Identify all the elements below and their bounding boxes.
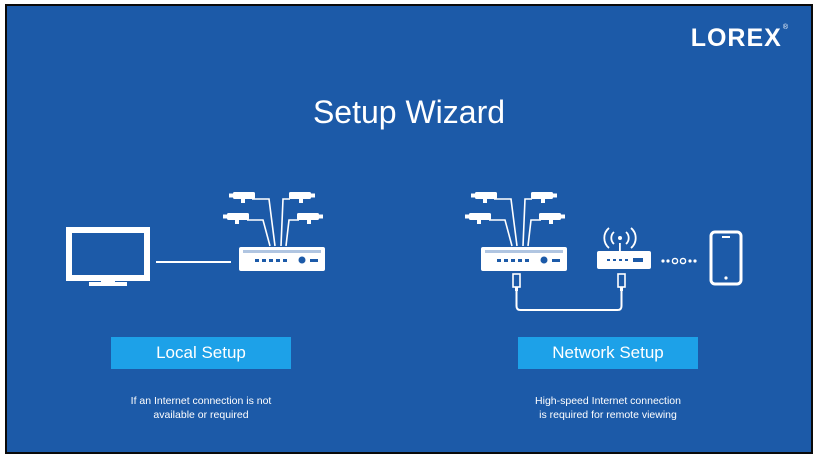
logo-trademark: ® [782,24,789,31]
lorex-logo: LOREX® [691,24,789,53]
nvr-recorder-icon [481,247,567,271]
camera-icon [223,192,323,224]
network-setup-button[interactable]: Network Setup [518,337,698,369]
local-setup-description: If an Internet connection is not availab… [81,394,321,422]
network-diagram [465,192,743,311]
setup-wizard-screen: LOREX® Setup Wizard [5,4,813,454]
dots-connection-icon [661,257,697,265]
monitor-icon [66,227,150,286]
logo-text: LOREX [690,24,782,52]
router-icon [597,243,651,269]
smartphone-icon [709,230,743,286]
local-description-line-1: If an Internet connection is not [130,395,272,407]
ethernet-plug-icon [512,273,521,291]
network-setup-description: High-speed Internet connection is requir… [488,394,728,422]
nvr-recorder-icon [239,247,325,271]
page-title: Setup Wizard [312,94,506,130]
local-setup-button[interactable]: Local Setup [111,337,291,369]
local-description-line-2: available or required [153,409,249,421]
ethernet-plug-icon [617,273,626,291]
wifi-signal-icon [603,227,637,249]
local-diagram [66,192,325,286]
camera-icon [465,192,565,224]
setup-diagrams [66,192,743,311]
network-cable [515,291,623,311]
network-description-line-2: is required for remote viewing [539,409,677,421]
network-description-line-1: High-speed Internet connection [535,395,681,407]
